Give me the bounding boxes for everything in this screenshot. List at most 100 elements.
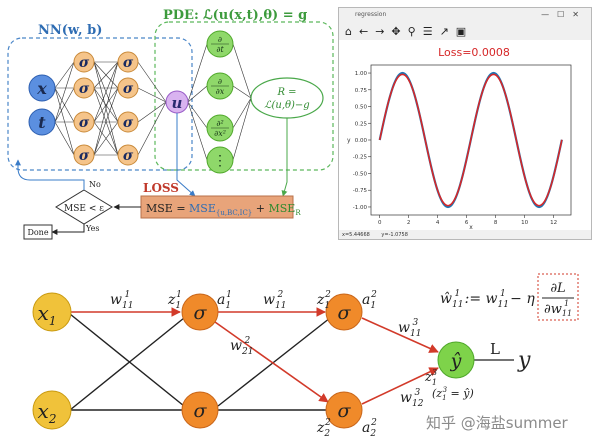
hidden-node-label: σ bbox=[79, 81, 90, 97]
plot-window: regression —☐✕ ⌂ ← → ✥ ⚲ ☰ ↗ ▣ Loss=0.00… bbox=[338, 7, 592, 240]
node-sigma-1-2 bbox=[181, 391, 219, 429]
label-a12: a12 bbox=[362, 290, 377, 311]
hidden-node bbox=[73, 51, 95, 73]
node-sigma-2-1-label: σ bbox=[338, 302, 352, 324]
node-sigma-1-1-label: σ bbox=[194, 302, 208, 324]
hidden-node-label: σ bbox=[123, 115, 134, 131]
configure-icon[interactable]: ☰ bbox=[422, 24, 433, 38]
zoom-icon[interactable]: ⚲ bbox=[407, 24, 416, 38]
y-tick-label: -0.75 bbox=[353, 188, 368, 194]
hidden-node-label: σ bbox=[123, 81, 134, 97]
back-icon[interactable]: ← bbox=[358, 24, 369, 38]
hidden-node-label: σ bbox=[123, 55, 134, 71]
yes-arrow bbox=[51, 224, 85, 235]
hidden-node-label: σ bbox=[79, 148, 90, 164]
y-tick-label: -0.50 bbox=[353, 171, 368, 177]
label-w11-3: w113 bbox=[398, 318, 421, 339]
edge-sigma2-to-sigma3 bbox=[217, 317, 331, 407]
nn-region bbox=[7, 37, 193, 171]
label-w12-3: w123 bbox=[400, 388, 424, 409]
label-z13: z13 bbox=[424, 368, 437, 387]
derivative-denominator: ∂x bbox=[216, 87, 225, 96]
nn-edge bbox=[93, 87, 119, 156]
done-box bbox=[23, 224, 53, 240]
loss-formula: MSE = MSE{u,BC,IC} + MSER bbox=[146, 202, 301, 217]
input-node-t bbox=[28, 108, 56, 136]
plot-window-titlebar: regression —☐✕ bbox=[339, 8, 591, 22]
derivative-to-residual-edge bbox=[232, 97, 252, 161]
y-tick-label: -0.25 bbox=[353, 155, 368, 161]
x-tick-label: 8 bbox=[494, 220, 498, 226]
residual-to-loss-arrow bbox=[281, 118, 288, 197]
window-controls: —☐✕ bbox=[541, 8, 587, 22]
x-tick-label: 6 bbox=[465, 220, 469, 226]
prediction-series bbox=[378, 73, 563, 207]
status-y: y=-1.0758 bbox=[381, 232, 408, 238]
label-w11-1: w111 bbox=[110, 290, 133, 311]
hidden-node bbox=[117, 51, 139, 73]
node-x2-label: x2 bbox=[38, 399, 57, 426]
minimize-icon[interactable]: — bbox=[541, 10, 558, 19]
nn-edge bbox=[137, 61, 167, 103]
pde-region bbox=[154, 21, 334, 171]
label-w21-2: w212 bbox=[230, 336, 253, 357]
x-tick-label: 0 bbox=[378, 220, 382, 226]
nn-edge bbox=[137, 101, 167, 123]
nn-edge bbox=[137, 101, 167, 156]
plot-ylabel: y bbox=[347, 137, 351, 144]
node-sigma-2-1 bbox=[325, 293, 363, 331]
hidden-node-label: σ bbox=[79, 55, 90, 71]
derivative-numerator: ∂ bbox=[218, 35, 222, 44]
close-icon[interactable]: ✕ bbox=[572, 10, 587, 19]
derivative-node bbox=[206, 146, 234, 174]
label-a11: a11 bbox=[217, 290, 232, 311]
no-label: No bbox=[89, 180, 101, 189]
input-node-t-label: t bbox=[38, 113, 46, 132]
gradient-denominator: ∂w111 bbox=[544, 299, 572, 318]
u-to-derivative-edge bbox=[187, 85, 208, 103]
label-a22: a22 bbox=[362, 418, 377, 439]
residual-line1: R = bbox=[276, 87, 296, 98]
derivative-to-residual-edge bbox=[232, 43, 252, 99]
hidden-node bbox=[73, 111, 95, 133]
node-x1 bbox=[32, 292, 72, 332]
decision-text: MSE < ε bbox=[64, 204, 104, 214]
label-z13-eq-yhat: (z13 = ŷ) bbox=[432, 386, 474, 402]
edit-axis-icon[interactable]: ↗ bbox=[439, 24, 449, 38]
nn-edge bbox=[93, 121, 119, 156]
residual-node bbox=[250, 77, 324, 119]
hidden-node bbox=[73, 77, 95, 99]
nn-edge bbox=[54, 61, 75, 89]
y-tick-label: -1.00 bbox=[353, 205, 368, 211]
home-icon[interactable]: ⌂ bbox=[345, 24, 352, 38]
derivative-ellipsis: ⋮ bbox=[213, 153, 227, 169]
loss-text: Loss=0.0008 bbox=[438, 46, 510, 59]
node-yhat bbox=[437, 341, 475, 379]
hidden-node-label: σ bbox=[123, 148, 134, 164]
u-to-derivative-edge bbox=[187, 101, 208, 129]
node-sigma-2-2-label: σ bbox=[338, 400, 352, 422]
forward-icon[interactable]: → bbox=[375, 24, 385, 38]
nn-edge bbox=[54, 87, 75, 156]
y-tick-label: 0.75 bbox=[355, 88, 368, 94]
node-sigma-2-2 bbox=[325, 391, 363, 429]
node-x1-label: x1 bbox=[38, 301, 57, 328]
plot-toolbar: ⌂ ← → ✥ ⚲ ☰ ↗ ▣ bbox=[339, 22, 591, 40]
y-tick-label: 0.00 bbox=[355, 138, 368, 144]
label-z12: z12 bbox=[316, 290, 331, 311]
watermark: 知乎 @海盐summer bbox=[426, 414, 569, 432]
label-w11-2: w112 bbox=[263, 290, 286, 311]
node-sigma-1-1 bbox=[181, 293, 219, 331]
label-y: y bbox=[517, 348, 531, 373]
pan-icon[interactable]: ✥ bbox=[391, 24, 401, 38]
nn-edge bbox=[93, 61, 119, 156]
nn-edge bbox=[93, 87, 119, 123]
yes-label: Yes bbox=[85, 224, 99, 233]
hidden-node bbox=[117, 77, 139, 99]
maximize-icon[interactable]: ☐ bbox=[557, 10, 573, 19]
save-icon[interactable]: ▣ bbox=[455, 24, 467, 38]
